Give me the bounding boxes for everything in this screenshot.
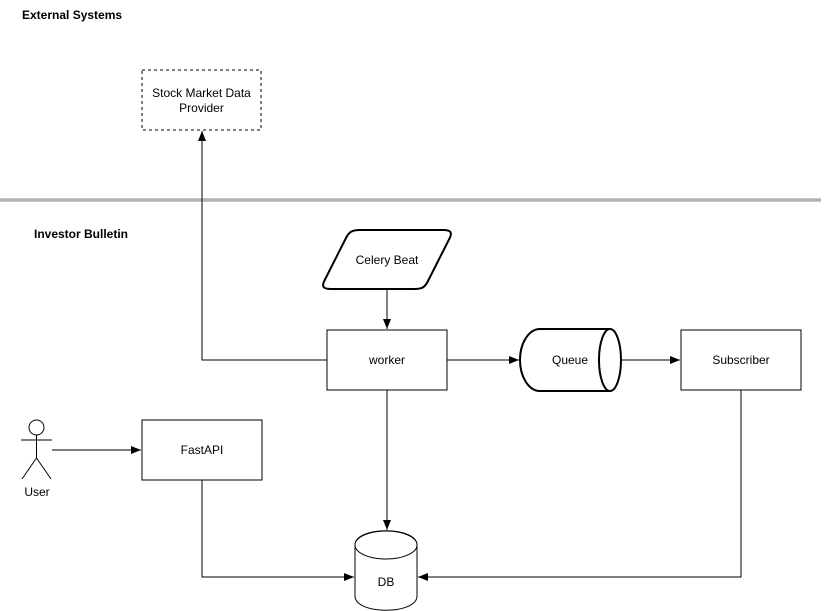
worker-label: worker: [368, 353, 405, 367]
subscriber-box: [680, 329, 802, 391]
stock-provider-label-line1: Stock Market Data: [152, 86, 251, 100]
node-subscriber: Subscriber: [680, 329, 802, 391]
stock-provider-box: [141, 69, 262, 131]
queue-cylinder-cap: [598, 328, 622, 392]
edge-subscriber-to-db: [418, 390, 742, 581]
db-cylinder-lid: [354, 530, 418, 560]
actor-left-leg: [21, 457, 37, 480]
node-db: DB: [354, 530, 418, 611]
node-celery-beat: Celery Beat: [322, 229, 452, 290]
queue-label: Queue: [552, 353, 588, 367]
fastapi-box: [141, 419, 263, 481]
celery-beat-parallelogram: [322, 229, 452, 290]
fastapi-label: FastAPI: [181, 443, 224, 457]
node-fastapi: FastAPI: [141, 419, 263, 481]
edge-worker-to-stock-provider: [198, 131, 327, 361]
node-queue: Queue: [519, 328, 622, 392]
celery-beat-label: Celery Beat: [356, 253, 419, 267]
user-label: User: [24, 485, 49, 499]
stock-provider-label-line2: Provider: [179, 101, 224, 115]
node-stock-market-data-provider: Stock Market Data Provider: [141, 69, 262, 131]
node-user: User: [21, 419, 52, 499]
edge-fastapi-to-db: [201, 480, 354, 581]
actor-right-leg: [36, 457, 52, 480]
section-label-external-systems: External Systems: [22, 8, 122, 22]
queue-cylinder-body: [519, 328, 610, 392]
section-label-investor-bulletin: Investor Bulletin: [34, 227, 128, 241]
user-actor-icon: [21, 419, 52, 480]
worker-box: [326, 329, 448, 391]
node-worker: worker: [326, 329, 448, 391]
db-label: DB: [378, 575, 395, 589]
actor-head: [28, 419, 45, 436]
subscriber-label: Subscriber: [712, 353, 769, 367]
